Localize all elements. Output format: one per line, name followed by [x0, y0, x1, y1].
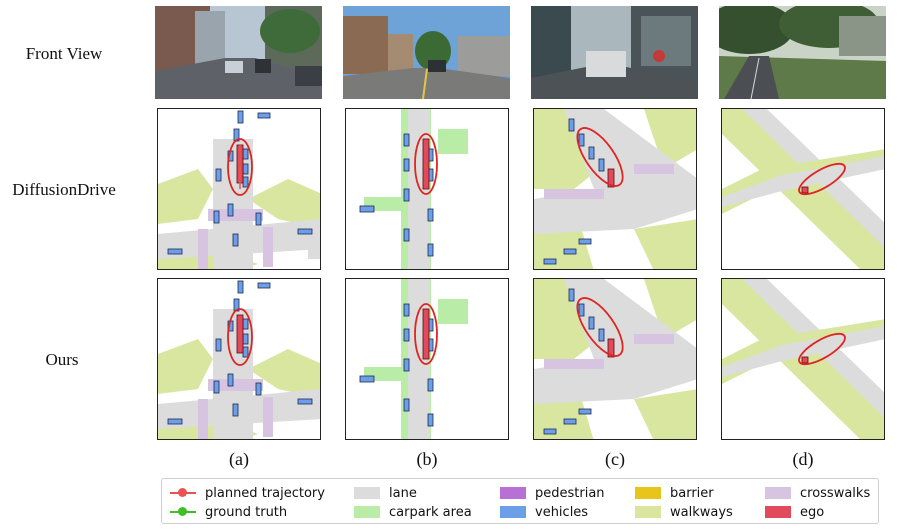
legend-label: pedestrian	[535, 485, 605, 501]
legend-label: ego	[800, 504, 825, 520]
legend-item-carpark-area: carpark area	[354, 503, 472, 521]
ground-truth-swatch	[170, 506, 196, 518]
legend-label: lane	[389, 485, 417, 501]
legend-item-crosswalks: crosswalks	[765, 484, 870, 502]
carpark-area-swatch	[354, 506, 380, 518]
legend-label: barrier	[670, 485, 714, 501]
legend-item-pedestrian: pedestrian	[500, 484, 605, 502]
walkways-swatch	[635, 506, 661, 518]
front-view-photo-c	[531, 6, 698, 99]
column-label-d: (d)	[792, 449, 814, 469]
pedestrian-swatch	[500, 487, 526, 499]
legend-item-lane: lane	[354, 484, 417, 502]
front-view-photo-b	[343, 6, 510, 99]
legend-label: planned trajectory	[205, 485, 325, 501]
row-label-front-view: Front View	[25, 44, 103, 63]
column-label-a: (a)	[229, 449, 249, 469]
legend-label: carpark area	[389, 504, 472, 520]
map-diffusiondrive-d	[721, 108, 885, 270]
legend-label: vehicles	[535, 504, 589, 520]
legend: planned trajectory ground truth lane car…	[161, 478, 879, 524]
map-ours-b	[345, 278, 509, 440]
vehicles-swatch	[500, 506, 526, 518]
map-diffusiondrive-a	[157, 108, 321, 270]
legend-item-barrier: barrier	[635, 484, 714, 502]
legend-item-ego: ego	[765, 503, 824, 521]
legend-item-ground-truth: ground truth	[170, 503, 287, 521]
legend-item-vehicles: vehicles	[500, 503, 588, 521]
legend-label: walkways	[670, 504, 733, 520]
column-label-c: (c)	[605, 449, 625, 469]
map-ours-a	[157, 278, 321, 440]
planned-trajectory-swatch	[170, 487, 196, 499]
front-view-photo-d	[719, 6, 886, 99]
legend-label: ground truth	[205, 504, 288, 520]
column-label-b: (b)	[416, 449, 438, 469]
front-view-photo-a	[155, 6, 322, 99]
legend-item-planned-trajectory: planned trajectory	[170, 484, 325, 502]
ego-swatch	[765, 506, 791, 518]
map-diffusiondrive-c	[533, 108, 697, 270]
barrier-swatch	[635, 487, 661, 499]
row-label-ours: Ours	[45, 350, 79, 369]
row-label-diffusiondrive: DiffusionDrive	[12, 180, 116, 199]
map-ours-c	[533, 278, 697, 440]
legend-item-walkways: walkways	[635, 503, 733, 521]
legend-label: crosswalks	[800, 485, 871, 501]
map-diffusiondrive-b	[345, 108, 509, 270]
crosswalks-swatch	[765, 487, 791, 499]
map-ours-d	[721, 278, 885, 440]
lane-swatch	[354, 487, 380, 499]
